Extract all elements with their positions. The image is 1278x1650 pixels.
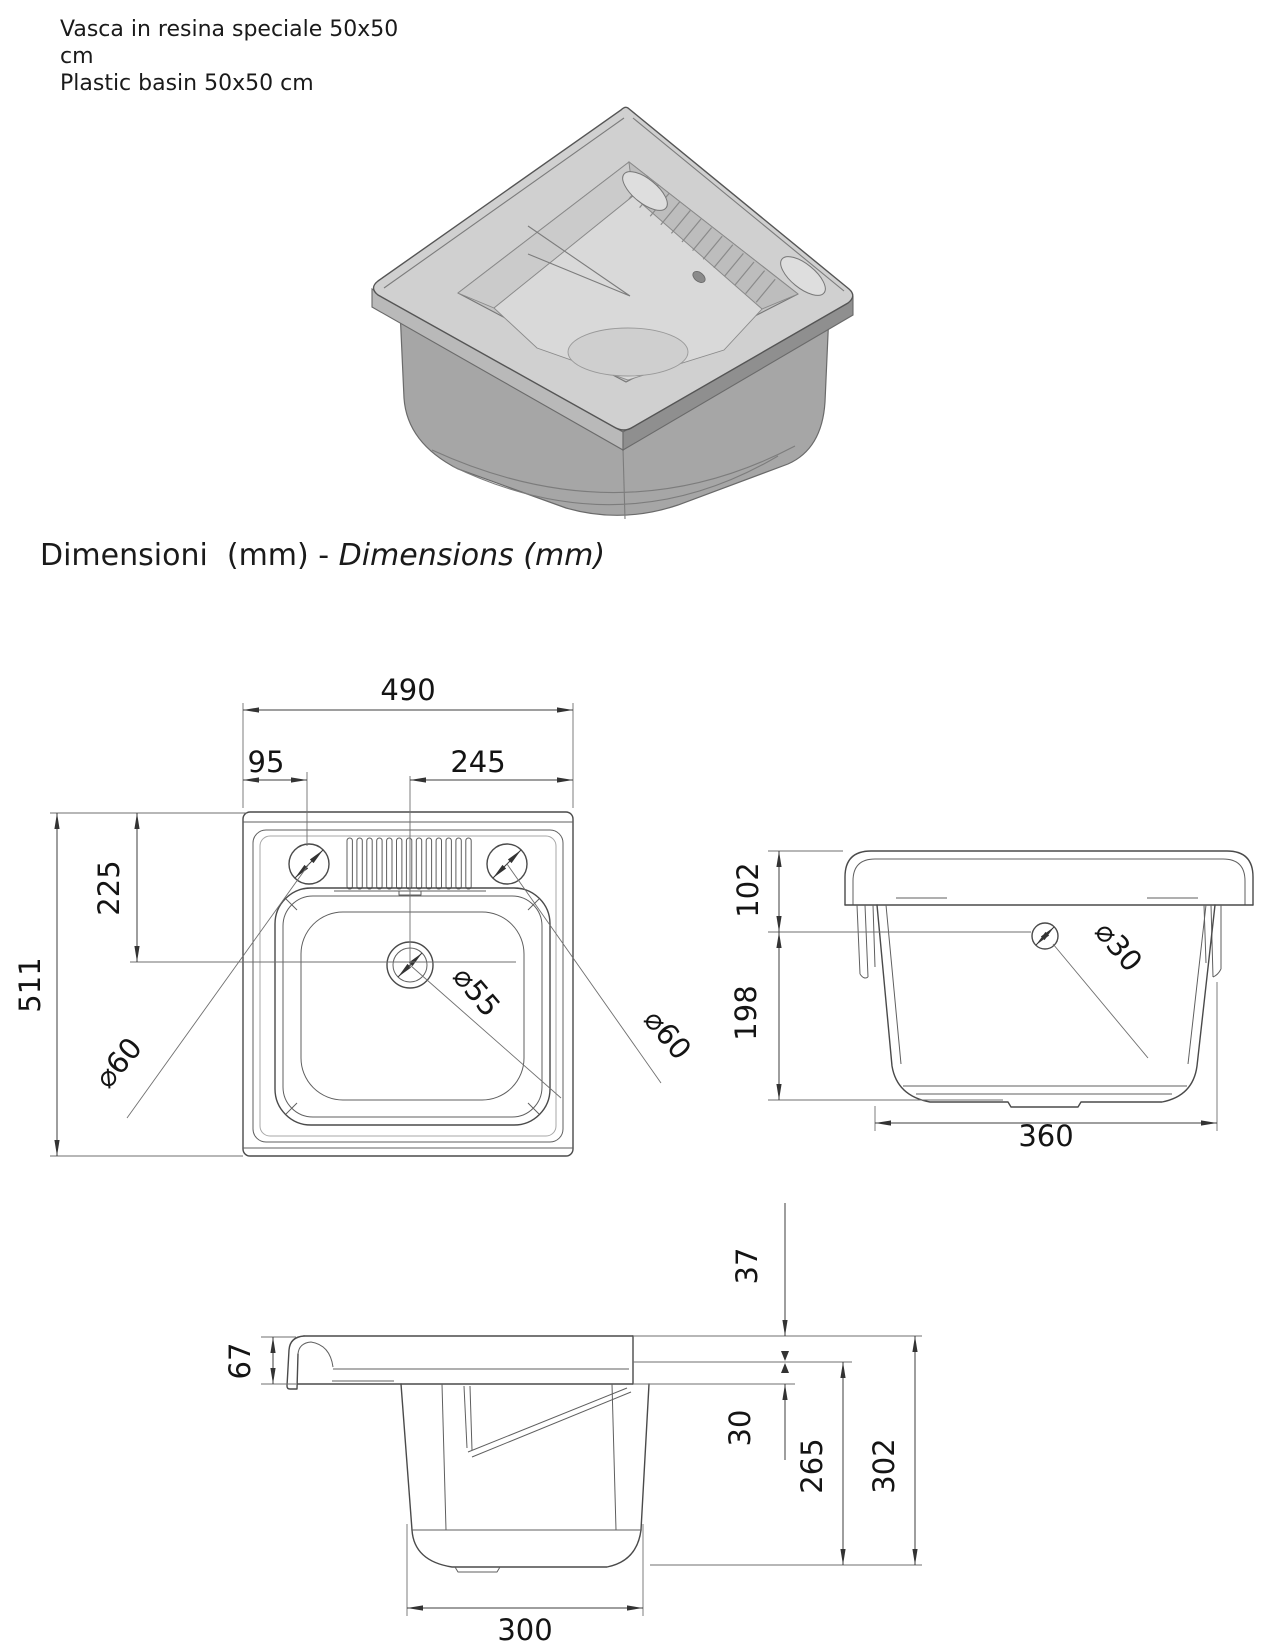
left-soap-hole — [288, 843, 330, 885]
dim-center-to-edge: 245 — [450, 745, 505, 779]
overflow-hole-3d — [692, 270, 706, 284]
product-title-block: Vasca in resina speciale 50x50 cm Plasti… — [60, 16, 398, 97]
dim-drain-depth: 225 — [92, 860, 126, 915]
overflow-hole — [1031, 922, 1059, 950]
dim-overall-depth: 511 — [13, 957, 47, 1012]
basin-3d-render — [371, 106, 854, 520]
product-title-italian-line2: cm — [60, 44, 94, 69]
product-title-italian-line1: Vasca in resina speciale 50x50 — [60, 17, 399, 42]
dim-body-depth: 265 — [795, 1438, 829, 1493]
label-drain-diameter: ⌀55 — [446, 960, 507, 1024]
front-elevation-outline — [844, 850, 1254, 1108]
dim-edge-thickness: 67 — [223, 1343, 257, 1380]
right-soap-hole — [486, 843, 528, 885]
side-section-view: 67 37 30 265 302 300 — [223, 1203, 922, 1647]
dim-bottom-width-front: 360 — [1018, 1119, 1073, 1153]
dim-hole-to-bottom: 198 — [729, 985, 763, 1040]
side-section-dimensions: 67 37 30 265 302 300 — [223, 1203, 922, 1647]
plan-view: 490 95 245 225 511 ⌀60 ⌀60 ⌀55 — [13, 673, 698, 1157]
dim-overall-height: 302 — [867, 1438, 901, 1493]
basin-3d-cavity — [457, 160, 799, 383]
front-elevation-dimensions: 102 198 360 ⌀30 — [729, 850, 1218, 1153]
dim-hole-offset: 95 — [248, 745, 285, 779]
dim-under-step: 30 — [723, 1410, 757, 1447]
plan-basin — [274, 776, 551, 1126]
dim-overall-width: 490 — [380, 673, 435, 707]
label-left-hole-diameter: ⌀60 — [88, 1031, 149, 1095]
side-section-outline — [286, 1335, 650, 1573]
plan-leaders — [126, 863, 662, 1119]
section-heading-english: Dimensions (mm) — [338, 538, 606, 573]
label-overflow-diameter: ⌀30 — [1088, 915, 1149, 979]
section-heading-italian: Dimensioni (mm) - — [40, 538, 339, 573]
product-title-english: Plastic basin 50x50 cm — [60, 71, 314, 96]
front-elevation-view: 102 198 360 ⌀30 — [729, 850, 1254, 1153]
label-right-hole-diameter: ⌀60 — [637, 1003, 698, 1067]
technical-drawings: 490 95 245 225 511 ⌀60 ⌀60 ⌀55 — [13, 673, 1254, 1647]
dim-bottom-width-side: 300 — [497, 1613, 552, 1647]
plan-dimensions: 490 95 245 225 511 ⌀60 ⌀60 ⌀55 — [13, 673, 698, 1157]
dim-rim-to-hole: 102 — [731, 862, 765, 917]
plan-view-outline — [242, 811, 574, 1157]
dim-top-offset: 37 — [730, 1248, 764, 1285]
section-heading: Dimensioni (mm) - Dimensions (mm) — [40, 538, 605, 573]
basin-3d-soap-dishes — [622, 171, 826, 296]
